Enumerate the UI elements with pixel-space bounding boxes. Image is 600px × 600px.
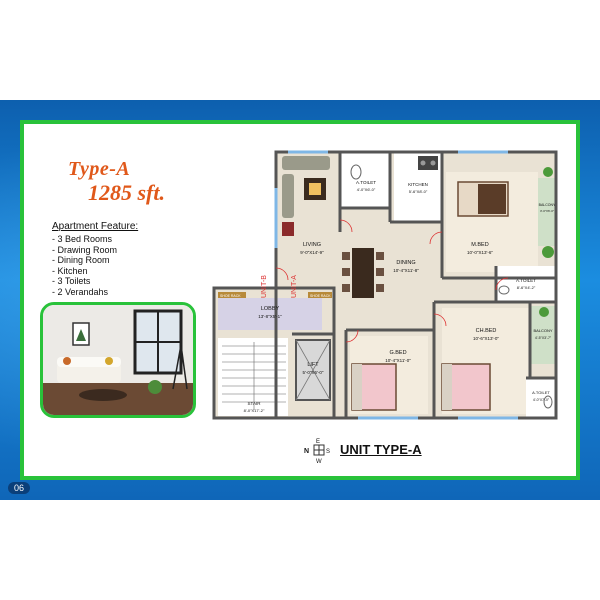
feature-item: - Kitchen (52, 265, 88, 276)
shoe-rack-label: SHOE RACK (310, 294, 331, 298)
room-name: LIFT (307, 362, 319, 368)
room-dim: 5'-0"X6'-0" (303, 370, 324, 375)
room-dim: 9'-0"X14'-9" (300, 250, 324, 255)
room-name: CH.BED (476, 328, 497, 334)
room-dim: 3'-0"X6'-0" (540, 209, 554, 213)
room-dim: 4'-0"X6'-0" (357, 187, 376, 192)
bed-icon (351, 363, 397, 411)
bed-icon (441, 363, 491, 411)
feature-item: - Dining Room (52, 255, 110, 265)
room-name: A.TOILET (516, 278, 536, 283)
compass-s: S (326, 449, 330, 455)
room-name: DINING (396, 260, 415, 266)
room-name: M.BED (471, 242, 488, 248)
room-name: KITCHEN (408, 182, 428, 187)
interior-photo (40, 302, 196, 418)
floor-plan-drawing: SHOE RACK SHOE RACK UNIT-B UNIT-A LIVING… (212, 150, 558, 420)
type-label: Type-A (68, 158, 131, 180)
room-name: BALCONY (533, 328, 552, 333)
room-name: STAIR (248, 401, 262, 406)
room-dim: 4'-5"X3'-7" (535, 336, 552, 340)
toilet-icon (350, 164, 553, 409)
compass-e: E (316, 439, 320, 445)
room-dim: 10'-4"X11'-8" (393, 268, 419, 273)
area-label: 1285 sft. (88, 180, 165, 205)
room-dim: 10'-0"X13'-6" (467, 250, 493, 255)
feature-item: - Drawing Room (52, 244, 118, 255)
bed-icon (457, 181, 509, 217)
floor-plan: SHOE RACK SHOE RACK UNIT-B UNIT-A LIVING… (208, 148, 560, 424)
page-number: 06 (8, 482, 31, 494)
features-list: - 3 Bed Rooms - Drawing Room - Dining Ro… (52, 234, 117, 297)
room-dim: 10'-6"X13'-0" (473, 336, 499, 341)
room-dim: 4'-0"X7'-0" (533, 398, 550, 402)
feature-item: - 2 Verandahs (52, 286, 109, 297)
compass-n: N (304, 448, 309, 455)
dining-table-icon (342, 248, 384, 298)
compass-w: W (316, 459, 322, 465)
sofa-icon (282, 156, 330, 236)
features-heading: Apartment Feature: (52, 221, 139, 232)
plant-icon (539, 167, 554, 317)
living-room-illustration (43, 305, 193, 415)
stove-icon (418, 156, 438, 170)
room-name: LIVING (303, 242, 321, 248)
room-dim: 8'-0"X17'-2" (244, 408, 265, 413)
unit-type-title: UNIT TYPE-A (340, 442, 422, 457)
plan-card: Type-A 1285 sft. Apartment Feature: - 3 … (20, 120, 580, 480)
compass-icon: N E S W (302, 436, 336, 471)
room-name: BALCONY (539, 203, 556, 207)
feature-item: - 3 Bed Rooms (52, 234, 113, 244)
room-name: A.TOILET (532, 390, 550, 395)
room-name: A.TOILET (356, 180, 376, 185)
unit-b-label: UNIT-B (261, 275, 268, 298)
room-dim: 5'-6"X8'-0" (409, 189, 428, 194)
feature-item: - 3 Toilets (52, 276, 91, 286)
room-dim: 13'-8"X5'-1" (258, 314, 282, 319)
room-name: LOBBY (261, 306, 280, 312)
room-dim: 10'-4"X11'-0" (385, 358, 411, 363)
shoe-rack-label: SHOE RACK (220, 294, 241, 298)
room-name: G.BED (389, 350, 406, 356)
unit-a-label: UNIT-A (291, 275, 298, 298)
room-dim: 8'-6"X4'-2" (517, 285, 536, 290)
